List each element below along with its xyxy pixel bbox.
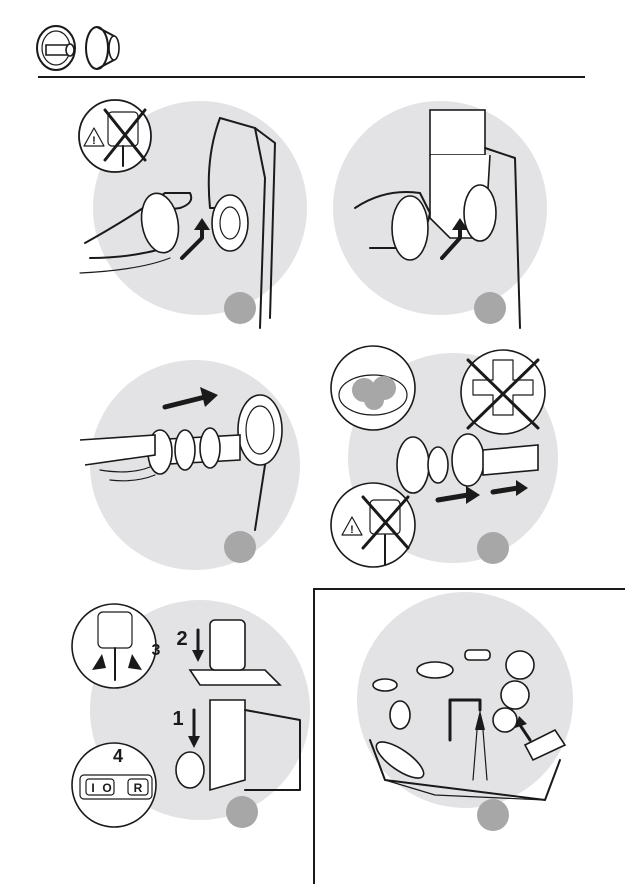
step-3-marker — [224, 531, 256, 563]
step-4-marker — [477, 532, 509, 564]
step-2-marker — [474, 292, 506, 324]
step-number-1: 1 — [172, 708, 183, 730]
step-number-3: 3 — [152, 642, 161, 659]
step-1-illustration: ! — [70, 98, 310, 333]
ring-icon — [86, 27, 119, 69]
switch-position-off: O — [102, 781, 111, 795]
switch-position-reverse: R — [134, 781, 143, 795]
step-5-illustration: 3 2 1 4 I O R — [70, 590, 310, 830]
switch-step-number: 4 — [113, 746, 123, 766]
step-1-marker — [224, 292, 256, 324]
header-graphic — [0, 0, 625, 82]
step-3-illustration — [70, 355, 310, 570]
step-2-illustration — [330, 98, 570, 333]
step-4-illustration: ! — [328, 340, 558, 575]
step-number-2: 2 — [176, 628, 187, 650]
pusher-icon — [37, 26, 75, 70]
switch-position-on: I — [91, 781, 94, 795]
step-5-marker — [226, 796, 258, 828]
header — [0, 0, 625, 82]
svg-text:!: ! — [350, 524, 354, 536]
step-6-panel — [313, 588, 625, 884]
svg-text:!: ! — [92, 135, 96, 147]
step-6-marker — [477, 799, 509, 831]
